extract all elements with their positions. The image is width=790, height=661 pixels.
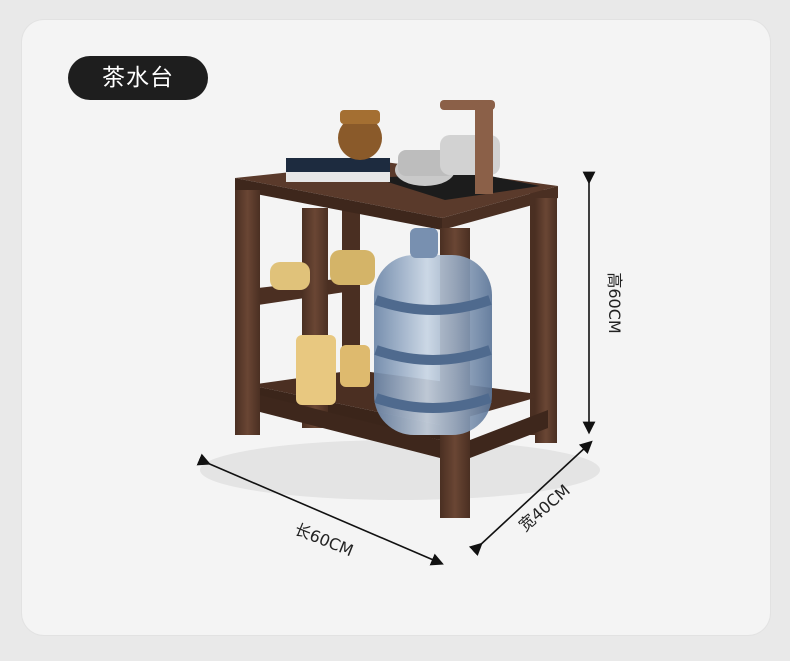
title-badge: 茶水台 — [68, 56, 208, 100]
tea-canisters — [296, 335, 370, 405]
width-arrow — [468, 440, 593, 557]
rolled-mats — [270, 250, 375, 290]
length-arrow — [196, 453, 444, 566]
height-label: 高60CM — [605, 272, 624, 333]
length-label: 长60CM — [292, 520, 356, 561]
water-bottle — [374, 228, 492, 435]
tabletop-items — [286, 100, 500, 194]
